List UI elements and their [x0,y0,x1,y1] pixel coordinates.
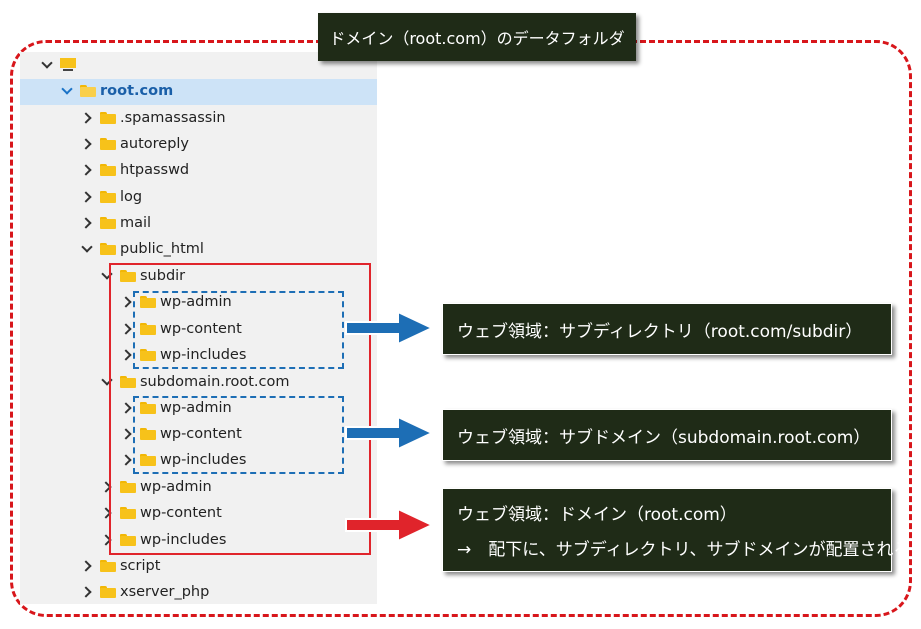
chevron-right-icon[interactable] [80,164,92,176]
folder-icon [100,164,116,176]
folder-icon [140,323,156,335]
tree-row-subdir[interactable]: subdir [100,264,185,288]
page-title: ドメイン（root.com）のデータフォルダ [318,13,636,61]
tree-row-label: xserver_php [120,584,210,600]
tree-row-label: public_html [120,241,204,257]
chevron-down-icon[interactable] [80,243,92,255]
chevron-right-icon[interactable] [80,560,92,572]
tree-row[interactable]: wp-admin [120,290,232,314]
tree-row[interactable]: script [80,554,160,578]
server-folder-icon [60,58,76,72]
folder-icon [140,402,156,414]
tree-row[interactable]: mail [80,211,151,235]
tree-row[interactable]: wp-admin [120,396,232,420]
folder-icon [100,560,116,572]
folder-icon [120,481,136,493]
tree-row[interactable]: xserver_php [80,580,209,604]
tree-row-label: htpasswd [120,162,190,178]
chevron-right-icon[interactable] [80,586,92,598]
folder-icon [120,270,136,282]
chevron-right-icon[interactable] [80,138,92,150]
folder-icon [100,586,116,598]
tree-row[interactable]: wp-content [100,501,222,525]
tree-row[interactable]: htpasswd [80,158,189,182]
tree-row-public-html[interactable]: public_html [80,237,204,261]
tree-row[interactable]: wp-includes [120,448,246,472]
tree-row[interactable]: wp-includes [120,343,246,367]
callout-subdomain: ウェブ領域：サブドメイン（subdomain.root.com） [442,409,892,461]
blue-arrow-icon [345,415,435,451]
subdir-web-area-highlight [133,291,344,369]
folder-icon [120,534,136,546]
tree-row-label: root.com [100,83,174,99]
tree-row-label: wp-admin [160,400,232,416]
tree-row-label: wp-content [160,321,242,337]
tree-row-label: subdomain.root.com [140,374,290,390]
folder-icon [120,376,136,388]
tree-row-label: script [120,558,161,574]
tree-row[interactable]: log [80,185,142,209]
folder-icon [140,454,156,466]
folder-icon [140,296,156,308]
tree-row[interactable]: wp-content [120,422,242,446]
folder-icon [140,349,156,361]
tree-row-label: autoreply [120,136,190,152]
tree-row-label: log [120,189,143,205]
callout-domain: ウェブ領域：ドメイン（root.com） → 配下に、サブディレクトリ、サブドメ… [442,488,911,572]
folder-icon [140,428,156,440]
tree-row-label: .spamassassin [120,110,226,126]
tree-row-subdomain[interactable]: subdomain.root.com [100,370,290,394]
tree-row-label: wp-content [160,426,242,442]
chevron-right-icon[interactable] [80,217,92,229]
tree-row-label: wp-includes [160,452,247,468]
tree-row-label: wp-admin [140,479,212,495]
callout-subdir: ウェブ領域：サブディレクトリ（root.com/subdir） [442,303,892,355]
folder-icon [100,138,116,150]
domain-web-area-highlight [109,263,371,555]
tree-row[interactable]: .spamassassin [80,106,226,130]
blue-arrow-icon [345,310,435,346]
tree-row-label: wp-includes [140,532,227,548]
tree-row-label: wp-content [140,505,222,521]
tree-row-root[interactable] [40,53,80,77]
chevron-down-icon[interactable] [40,59,52,71]
folder-icon [100,217,116,229]
callout-domain-line1: ウェブ領域：ドメイン（root.com） [457,505,737,525]
tree-row-root-com[interactable]: root.com [60,79,173,103]
selected-row-highlight [20,79,377,105]
tree-row-label: mail [120,215,152,231]
tree-row[interactable]: autoreply [80,132,189,156]
folder-icon [120,507,136,519]
chevron-right-icon[interactable] [80,191,92,203]
folder-open-icon [80,85,96,97]
tree-row-label: wp-admin [160,294,232,310]
folder-icon [100,191,116,203]
red-arrow-icon [345,507,435,543]
subdomain-web-area-highlight [133,396,344,474]
callout-domain-line2: → 配下に、サブディレクトリ、サブドメインが配置される [457,540,911,560]
folder-icon [100,243,116,255]
chevron-down-icon[interactable] [60,85,72,97]
tree-row-label: subdir [140,268,186,284]
folder-icon [100,112,116,124]
chevron-right-icon[interactable] [80,112,92,124]
tree-row-label: wp-includes [160,347,247,363]
tree-row[interactable]: wp-includes [100,528,226,552]
tree-row[interactable]: wp-content [120,317,242,341]
tree-row[interactable]: wp-admin [100,475,212,499]
